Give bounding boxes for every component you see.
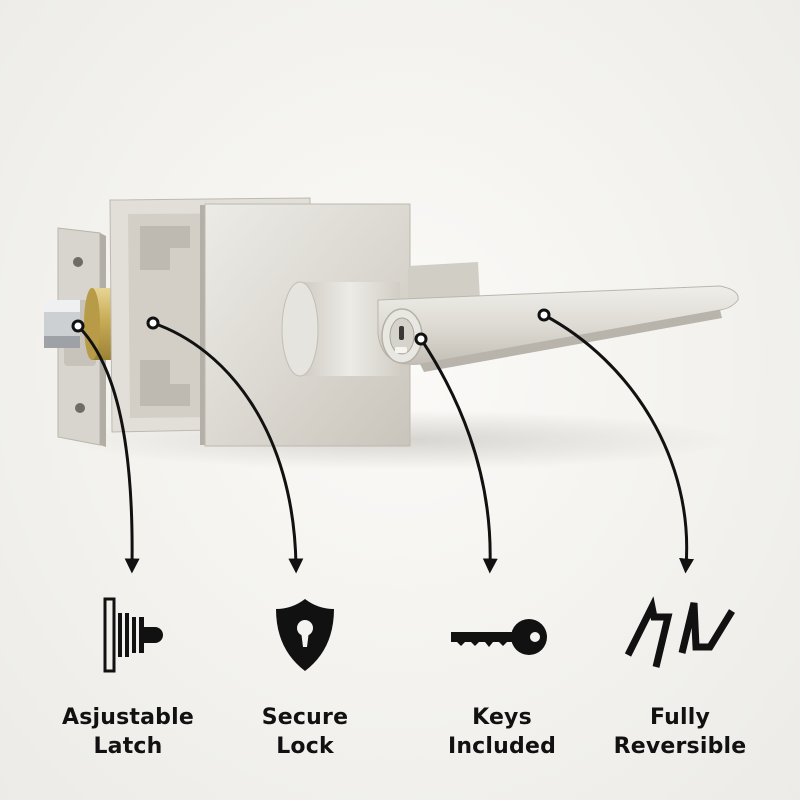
callout-lock bbox=[151, 321, 304, 574]
lever-rosette bbox=[281, 281, 400, 377]
reversible-handle-icon bbox=[624, 596, 735, 668]
callout-dots bbox=[71, 308, 551, 346]
feature-fully-reversible: Fully Reversible bbox=[590, 585, 770, 761]
shield-keyhole-icon bbox=[276, 599, 334, 671]
feature-label: Secure Lock bbox=[261, 705, 349, 759]
adjustable-latch-icon bbox=[103, 597, 163, 673]
feature-secure-lock: Secure Lock bbox=[215, 585, 395, 761]
feature-adjustable-latch: Asjustable Latch bbox=[38, 585, 218, 761]
feature-label: Keys Included bbox=[447, 705, 557, 759]
lever-handle bbox=[377, 285, 739, 372]
feature-keys-included: Keys Included bbox=[412, 585, 592, 761]
callout-reversible bbox=[542, 313, 695, 574]
feature-label: Asjustable Latch bbox=[62, 705, 194, 759]
feature-label: Fully Reversible bbox=[613, 705, 747, 759]
lever-back-bar bbox=[408, 262, 480, 304]
callout-keys bbox=[419, 337, 498, 574]
callout-latch bbox=[76, 324, 140, 574]
key-icon bbox=[451, 619, 547, 655]
callout-lines bbox=[76, 313, 695, 574]
